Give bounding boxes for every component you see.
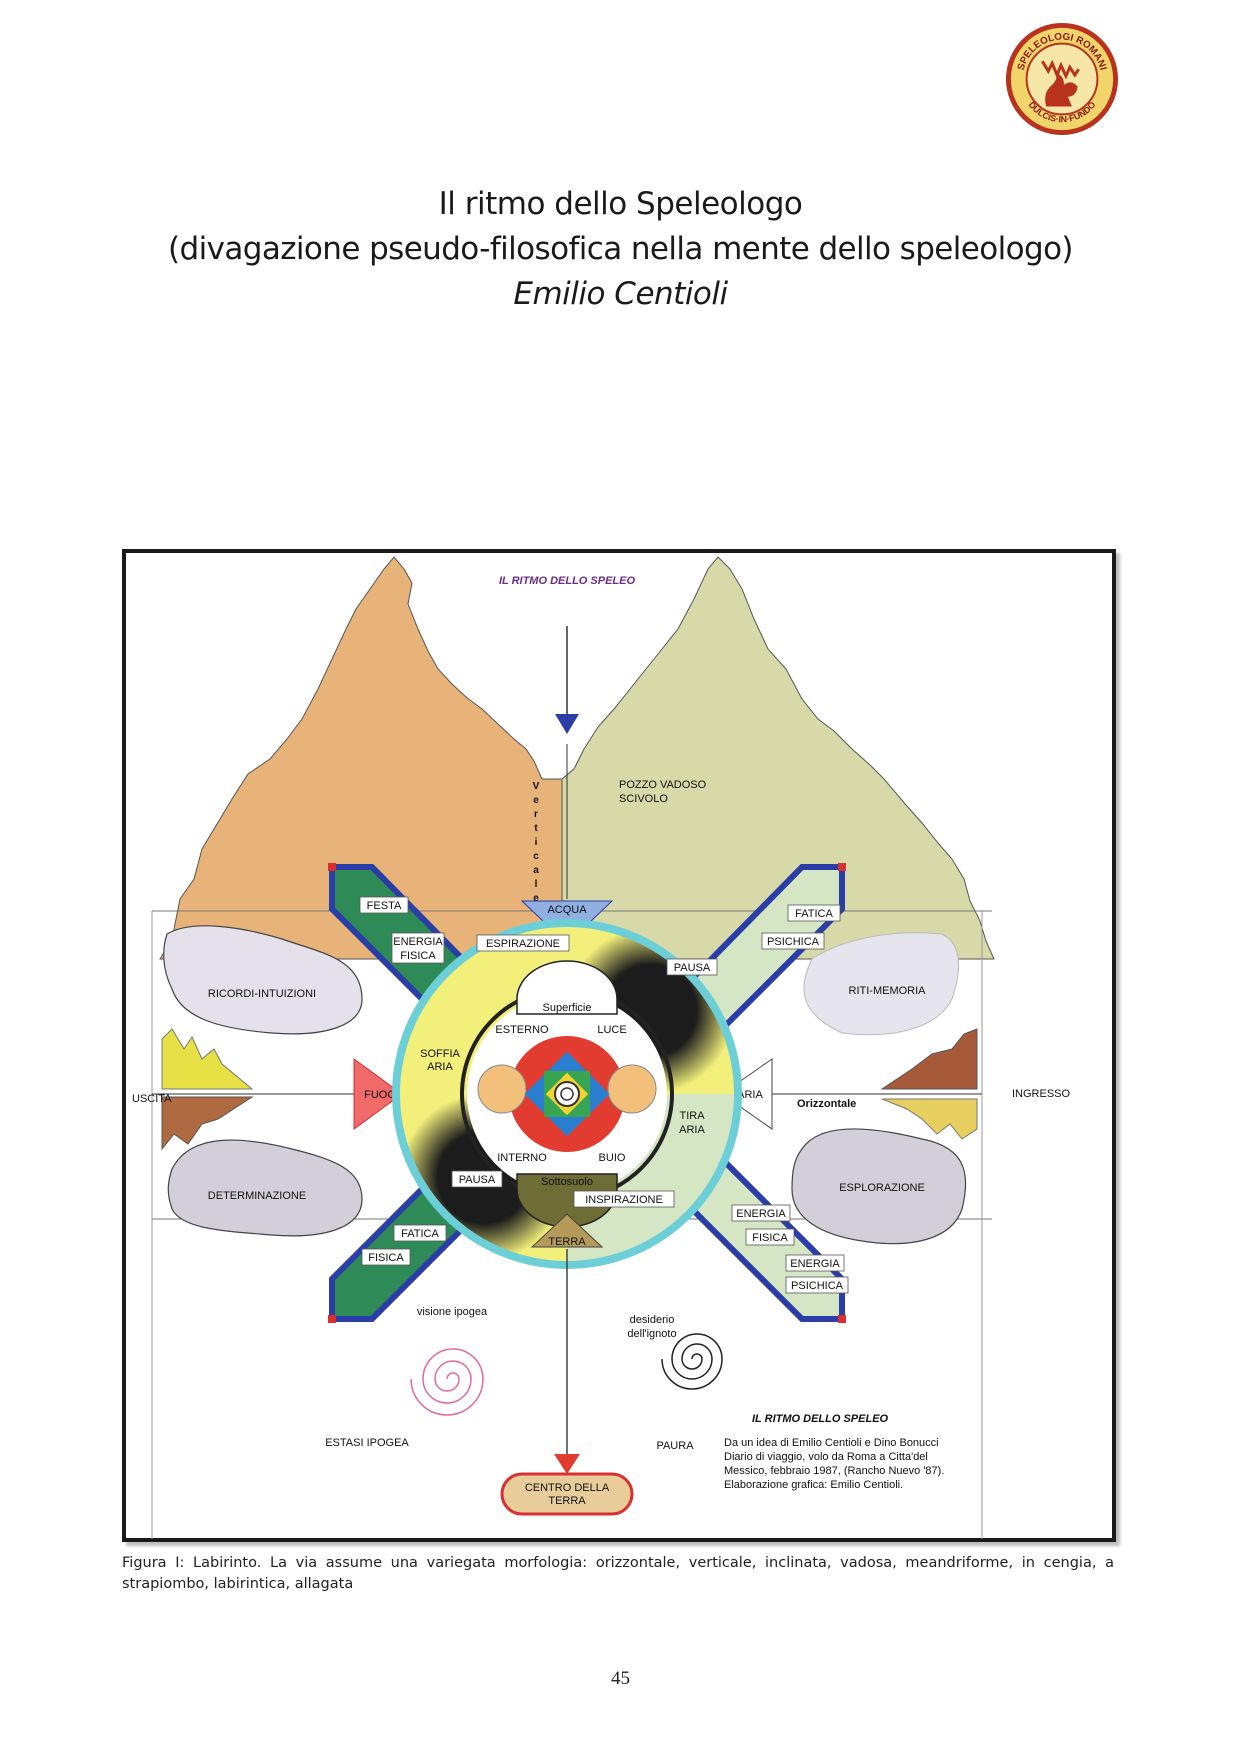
desiderio-label: desiderio — [630, 1314, 675, 1326]
article-heading: Il ritmo dello Speleologo (divagazione p… — [0, 182, 1241, 317]
inspirazione-label: INSPIRAZIONE — [585, 1194, 663, 1206]
vertical-letters: V e r t i c a l e — [533, 781, 540, 904]
article-title: Il ritmo dello Speleologo — [438, 186, 803, 222]
figure-caption: Figura I: Labirinto. La via assume una v… — [122, 1555, 1114, 1592]
arm-tr-psichica: PSICHICA — [767, 936, 820, 948]
svg-text:c: c — [533, 851, 539, 862]
credits-title: IL RITMO DELLO SPELEO — [752, 1413, 889, 1425]
uscita-label: USCITA — [132, 1093, 172, 1105]
speleologi-romani-logo: SPELEOLOGI ROMANI DULCIS·IN·FUNDO — [1005, 22, 1119, 136]
uscita-cave-shape-low — [161, 1096, 254, 1151]
arm-tl-festa: FESTA — [367, 900, 402, 912]
vertical-arrow-head — [555, 714, 579, 734]
paura-label: PAURA — [656, 1440, 694, 1452]
superficie-label: Superficie — [543, 1002, 592, 1014]
ingresso-label: INGRESSO — [1012, 1088, 1071, 1100]
buio-label: BUIO — [599, 1152, 626, 1164]
cloud-ricordi-intuizioni — [163, 925, 363, 1035]
centro-label-2: TERRA — [548, 1495, 586, 1507]
visione-label: visione ipogea — [417, 1306, 488, 1318]
diagram-header: IL RITMO DELLO SPELEO — [499, 575, 636, 587]
aria-label: ARIA — [737, 1089, 763, 1101]
luce-label: LUCE — [597, 1024, 626, 1036]
svg-text:e: e — [533, 795, 539, 806]
cloud-determinazione-label: DETERMINAZIONE — [208, 1190, 306, 1202]
right-mountain — [561, 556, 995, 960]
svg-text:l: l — [535, 879, 538, 890]
ingresso-cave-shape-low — [881, 1098, 978, 1140]
svg-text:e: e — [533, 893, 539, 904]
orizzontale-label: Orizzontale — [797, 1098, 856, 1110]
terra-label: TERRA — [548, 1236, 586, 1248]
uscita-cave-shape — [161, 1028, 254, 1090]
esterno-label: ESTERNO — [495, 1024, 549, 1036]
terra-triangle — [530, 1213, 604, 1248]
soffia-aria-label: ARIA — [427, 1061, 453, 1073]
fuoco-triangle — [353, 1058, 403, 1130]
credits-line-2: Diario di viaggio, volo da Roma a Citta'… — [724, 1451, 928, 1463]
arm-br-energia-2: ENERGIA — [790, 1258, 840, 1270]
cloud-riti-label: RITI-MEMORIA — [849, 985, 927, 997]
pausa-bottom-label: PAUSA — [459, 1174, 496, 1186]
arm-tl-energia: ENERGIA — [393, 936, 443, 948]
arm-tr-fatica: FATICA — [795, 908, 833, 920]
estasi-label: ESTASI IPOGEA — [325, 1437, 409, 1449]
svg-text:r: r — [534, 809, 538, 820]
acqua-label: ACQUA — [547, 904, 587, 916]
centro-label-1: CENTRO DELLA — [525, 1482, 610, 1494]
arm-br-psichica: PSICHICA — [791, 1280, 844, 1292]
article-author: Emilio Centioli — [513, 276, 728, 312]
credits-line-3: Messico, febbraio 1987, (Rancho Nuevo '8… — [724, 1465, 944, 1477]
arm-br-fisica: FISICA — [752, 1232, 788, 1244]
svg-text:a: a — [533, 865, 539, 876]
ignoto-label: dell'ignoto — [627, 1328, 676, 1340]
centro-terra-box — [500, 1472, 634, 1516]
soffia-label: SOFFIA — [420, 1048, 460, 1060]
credits-line-4: Elaborazione grafica: Emilio Centioli. — [724, 1479, 903, 1491]
aria-triangle — [721, 1058, 773, 1130]
pausa-top-label: PAUSA — [674, 962, 711, 974]
speleo-rhythm-diagram: IL RITMO DELLO SPELEO V e r t i c a l e … — [122, 549, 1116, 1542]
arm-br-energia: ENERGIA — [736, 1208, 786, 1220]
interno-label: INTERNO — [497, 1152, 547, 1164]
espirazione-label: ESPIRAZIONE — [486, 938, 560, 950]
credits-line-1: Da un idea di Emilio Centioli e Dino Bon… — [724, 1437, 939, 1449]
svg-text:V: V — [533, 781, 540, 792]
cloud-determinazione — [167, 1139, 363, 1237]
left-mountain — [159, 556, 563, 960]
pozzo-label: POZZO VADOSO — [619, 779, 707, 791]
arm-bl-fisica: FISICA — [368, 1252, 404, 1264]
black-spiral — [661, 1333, 723, 1390]
page-number: 45 — [611, 1668, 630, 1689]
ingresso-cave-shape — [880, 1028, 978, 1090]
down-arrow-head — [554, 1454, 580, 1474]
cloud-riti-memoria — [803, 932, 960, 1036]
cloud-esplorazione — [791, 1128, 967, 1245]
arm-tl-fisica: FISICA — [400, 950, 436, 962]
cloud-esplorazione-label: ESPLORAZIONE — [839, 1182, 925, 1194]
tira-label: TIRA — [679, 1110, 705, 1122]
article-subtitle: (divagazione pseudo-filosofica nella men… — [168, 231, 1073, 267]
pink-spiral — [410, 1348, 484, 1416]
cloud-ricordi-label: RICORDI-INTUIZIONI — [208, 988, 316, 1000]
svg-text:t: t — [534, 823, 538, 834]
scivolo-label: SCIVOLO — [619, 793, 668, 805]
tira-aria-label: ARIA — [679, 1124, 705, 1136]
svg-text:i: i — [535, 837, 538, 848]
sottosuolo-label: Sottosuolo — [541, 1176, 593, 1188]
arm-bl-fatica: FATICA — [401, 1228, 439, 1240]
